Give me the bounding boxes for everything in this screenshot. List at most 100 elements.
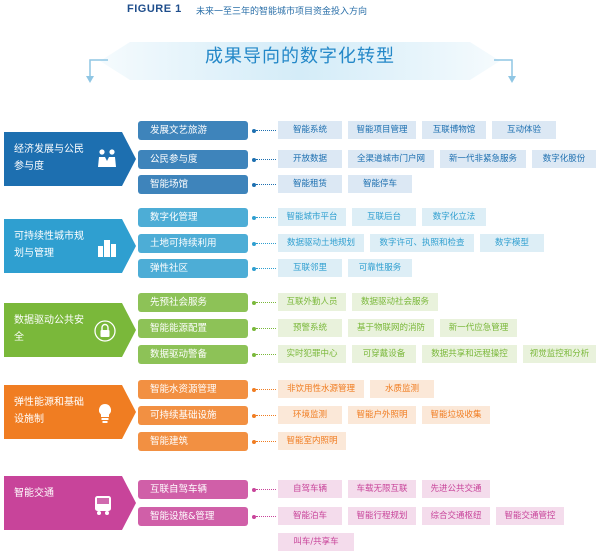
connector-line [256, 489, 276, 491]
leaf-item: 智能租赁 [278, 175, 342, 193]
connector-line [256, 268, 276, 270]
connector-line [256, 328, 276, 330]
category-block [4, 476, 136, 530]
category-block [4, 132, 136, 186]
category-label: 数据驱动公共安全 [14, 315, 84, 343]
handshake-icon [96, 147, 118, 169]
leaf-item: 先进公共交通 [422, 480, 490, 498]
connector-line [256, 159, 276, 161]
leaf-item: 数据驱动社会服务 [352, 293, 438, 311]
leaf-item: 数字化立法 [422, 208, 486, 226]
leaf-item: 互联后台 [352, 208, 416, 226]
connector-dot [252, 353, 256, 357]
leaf-item: 智能项目管理 [348, 121, 416, 139]
leaf-item: 非饮用性水源管理 [278, 380, 364, 398]
leaf-item: 智能户外照明 [348, 406, 416, 424]
leaf-item: 智能垃圾收集 [422, 406, 490, 424]
leaf-item: 互联博物馆 [422, 121, 486, 139]
leaf-item: 环境监测 [278, 406, 342, 424]
connector-line [256, 516, 276, 518]
leaf-item: 智能交通管控 [496, 507, 564, 525]
connector-dot [252, 515, 256, 519]
leaf-item: 互联邻里 [278, 259, 342, 277]
connector-line [256, 415, 276, 417]
subcategory-label: 智能能源配置 [138, 319, 248, 338]
leaf-item: 水质监测 [370, 380, 434, 398]
subcategory-label: 智能水资源管理 [138, 380, 248, 399]
leaf-item: 互动体验 [492, 121, 556, 139]
subcategory-label: 智能场馆 [138, 175, 248, 194]
category-label: 可持续性城市规划与管理 [14, 231, 84, 259]
category-block [4, 303, 136, 357]
leaf-item: 智能室内照明 [278, 432, 346, 450]
connector-dot [252, 242, 256, 246]
banner-title: 成果导向的数字化转型 [205, 46, 395, 67]
banner-shape [100, 42, 500, 80]
connector-dot [252, 327, 256, 331]
category-label: 弹性能源和基础设施制 [14, 397, 84, 425]
leaf-item: 智能系统 [278, 121, 342, 139]
connector-line [256, 354, 276, 356]
leaf-item: 数字化股份 [532, 150, 596, 168]
subcategory-label: 智能建筑 [138, 432, 248, 451]
connector-dot [252, 267, 256, 271]
category-label: 经济发展与公民参与度 [14, 144, 84, 172]
right-down-arrow-icon [494, 59, 516, 83]
connector-dot [252, 158, 256, 162]
leaf-item: 可靠性服务 [348, 259, 412, 277]
connector-dot [252, 414, 256, 418]
connector-line [256, 184, 276, 186]
leaf-item: 新一代非紧急服务 [440, 150, 526, 168]
left-down-arrow-icon [86, 59, 108, 83]
leaf-item: 视觉监控和分析 [523, 345, 596, 363]
connector-dot [252, 129, 256, 133]
subcategory-label: 发展文艺旅游 [138, 121, 248, 140]
leaf-item: 智能城市平台 [278, 208, 346, 226]
connector-dot [252, 388, 256, 392]
subcategory-label: 弹性社区 [138, 259, 248, 278]
leaf-item: 可穿戴设备 [352, 345, 416, 363]
category-block [4, 385, 136, 439]
subcategory-label: 智能设施&管理 [138, 507, 248, 526]
bus-icon [92, 494, 114, 516]
subcategory-label: 可持续基础设施 [138, 406, 248, 425]
figure-title: 未来一至三年的智能城市项目资金投入方向 [196, 7, 368, 17]
connector-dot [252, 183, 256, 187]
lock-icon [94, 320, 116, 342]
city-icon [96, 237, 118, 259]
lightbulb-icon [94, 402, 116, 424]
leaf-item: 数据共享和远程操控 [422, 345, 517, 363]
leaf-item: 互联外勤人员 [278, 293, 346, 311]
leaf-item: 数字许可、执照和检查 [370, 234, 474, 252]
connector-dot [252, 488, 256, 492]
leaf-item: 综合交通枢纽 [422, 507, 490, 525]
subcategory-label: 公民参与度 [138, 150, 248, 169]
connector-line [256, 130, 276, 132]
connector-line [256, 441, 276, 443]
leaf-item: 实时犯罪中心 [278, 345, 346, 363]
leaf-item: 叫车/共享车 [278, 533, 354, 551]
leaf-item: 自驾车辆 [278, 480, 342, 498]
category-block [4, 219, 136, 273]
subcategory-label: 数据驱动警备 [138, 345, 248, 364]
leaf-item: 全渠道城市门户网 [348, 150, 434, 168]
connector-line [256, 217, 276, 219]
leaf-item: 基于物联网的消防 [348, 319, 434, 337]
leaf-item: 新一代应急管理 [440, 319, 517, 337]
connector-dot [252, 216, 256, 220]
leaf-item: 开放数据 [278, 150, 342, 168]
connector-line [256, 243, 276, 245]
figure-label: FIGURE 1 [127, 3, 182, 15]
leaf-item: 智能停车 [348, 175, 412, 193]
leaf-item: 智能行程规划 [348, 507, 416, 525]
leaf-item: 预警系统 [278, 319, 342, 337]
leaf-item: 数字模型 [480, 234, 544, 252]
leaf-item: 智能泊车 [278, 507, 342, 525]
leaf-item: 车载无限互联 [348, 480, 416, 498]
subcategory-label: 数字化管理 [138, 208, 248, 227]
connector-dot [252, 440, 256, 444]
connector-dot [252, 301, 256, 305]
leaf-item: 数据驱动土地规划 [278, 234, 364, 252]
subcategory-label: 土地可持续利用 [138, 234, 248, 253]
connector-line [256, 389, 276, 391]
